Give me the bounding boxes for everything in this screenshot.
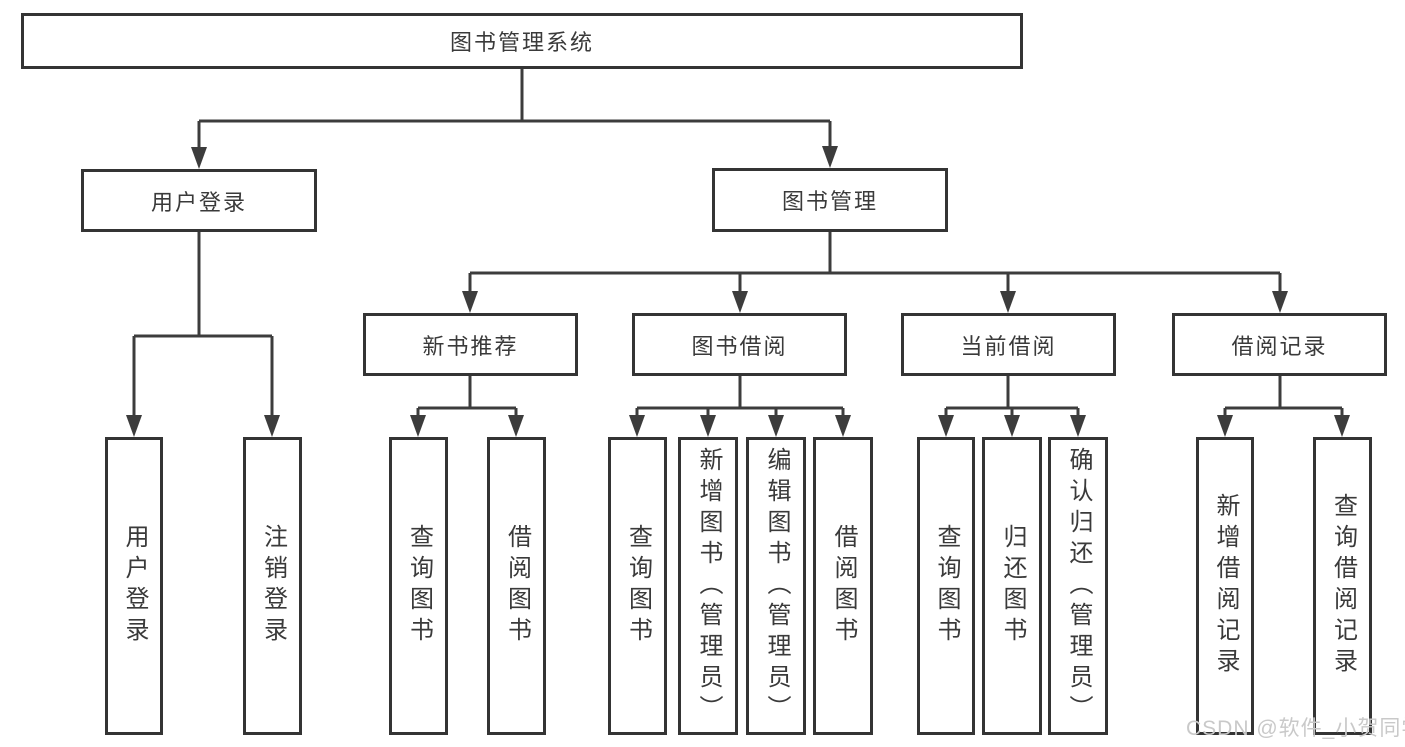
arrow-down-icon — [410, 415, 426, 437]
connector-strokes — [132, 69, 1344, 419]
arrow-down-icon — [822, 146, 838, 168]
watermark: CSDN @软件_小贺同学 — [1186, 717, 1405, 740]
arrow-down-icon — [700, 415, 716, 437]
node-user-login: 用户登录 — [81, 169, 317, 232]
node-book-system: 图书管理系统 — [21, 13, 1023, 69]
arrow-down-icon — [1272, 291, 1288, 313]
leaf-add-borrow-record: 新增借阅记录 — [1196, 437, 1254, 735]
arrow-down-icon — [264, 415, 280, 437]
node-new-book-recommend: 新书推荐 — [363, 313, 578, 376]
leaf-logout: 注销登录 — [243, 437, 302, 735]
leaf-borrow-books-recommend: 借阅图书 — [487, 437, 546, 735]
leaf-return-books: 归还图书 — [982, 437, 1042, 735]
node-current-borrowing: 当前借阅 — [901, 313, 1116, 376]
arrow-down-icon — [768, 415, 784, 437]
arrow-down-icon — [835, 415, 851, 437]
node-book-management: 图书管理 — [712, 168, 948, 232]
arrow-down-icon — [1334, 415, 1350, 437]
node-book-borrowing: 图书借阅 — [632, 313, 847, 376]
arrow-down-icon — [938, 415, 954, 437]
node-borrowing-records: 借阅记录 — [1172, 313, 1387, 376]
leaf-query-books-recommend: 查询图书 — [389, 437, 448, 735]
leaf-add-books-admin: 新增图书（管理员） — [678, 437, 738, 735]
arrow-down-icon — [508, 415, 524, 437]
leaf-confirm-return-admin: 确认归还（管理员） — [1048, 437, 1108, 735]
leaf-borrow-books: 借阅图书 — [813, 437, 873, 735]
arrow-down-icon — [1070, 415, 1086, 437]
arrow-down-icon — [1217, 415, 1233, 437]
leaf-query-borrow-record: 查询借阅记录 — [1313, 437, 1372, 735]
leaf-user-login: 用户登录 — [105, 437, 163, 735]
arrow-down-icon — [462, 291, 478, 313]
arrow-down-icon — [1000, 291, 1016, 313]
arrow-down-icon — [126, 415, 142, 437]
leaf-query-books-borrowing: 查询图书 — [608, 437, 667, 735]
arrow-down-icon — [1004, 415, 1020, 437]
arrow-down-icon — [732, 291, 748, 313]
arrow-down-icon — [191, 147, 207, 169]
leaf-query-books-current: 查询图书 — [917, 437, 975, 735]
arrowheads — [126, 146, 1350, 437]
leaf-edit-books-admin: 编辑图书（管理员） — [746, 437, 806, 735]
arrow-down-icon — [629, 415, 645, 437]
